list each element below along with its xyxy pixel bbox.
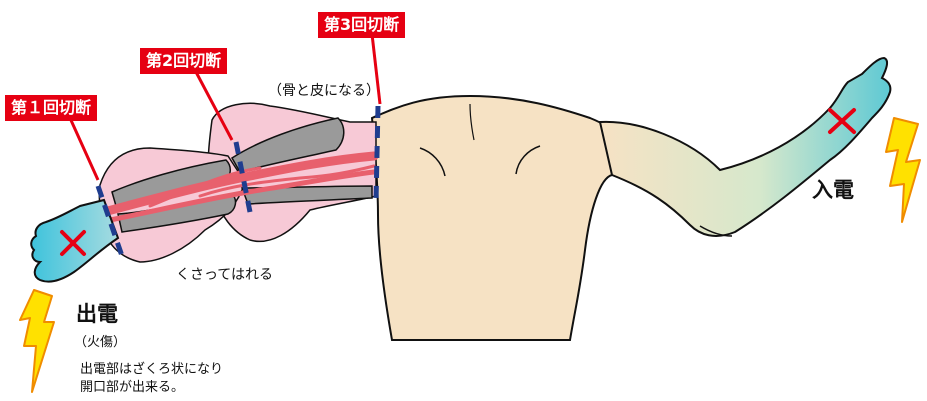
desc-line-1: 出電部はざくろ状になり	[80, 361, 223, 378]
burn-text: （火傷）	[74, 334, 126, 351]
right-arm	[600, 58, 890, 236]
desc-line-2: 開口部が出来る。	[80, 379, 184, 396]
cut3-label: 第3回切断	[318, 12, 405, 38]
output-lightning-bolt-icon	[20, 290, 54, 392]
input-lightning-bolt-icon	[886, 118, 920, 222]
pointer-cut1	[70, 118, 98, 180]
output-text: 出電	[76, 298, 118, 328]
cut1-label: 第１回切断	[5, 95, 97, 121]
input-text: 入電	[812, 174, 854, 204]
bone-skin-text: （骨と皮になる）	[268, 80, 380, 100]
rot-text: くさってはれる	[176, 264, 273, 284]
cut2-label: 第2回切断	[140, 48, 227, 74]
torso	[372, 96, 640, 340]
